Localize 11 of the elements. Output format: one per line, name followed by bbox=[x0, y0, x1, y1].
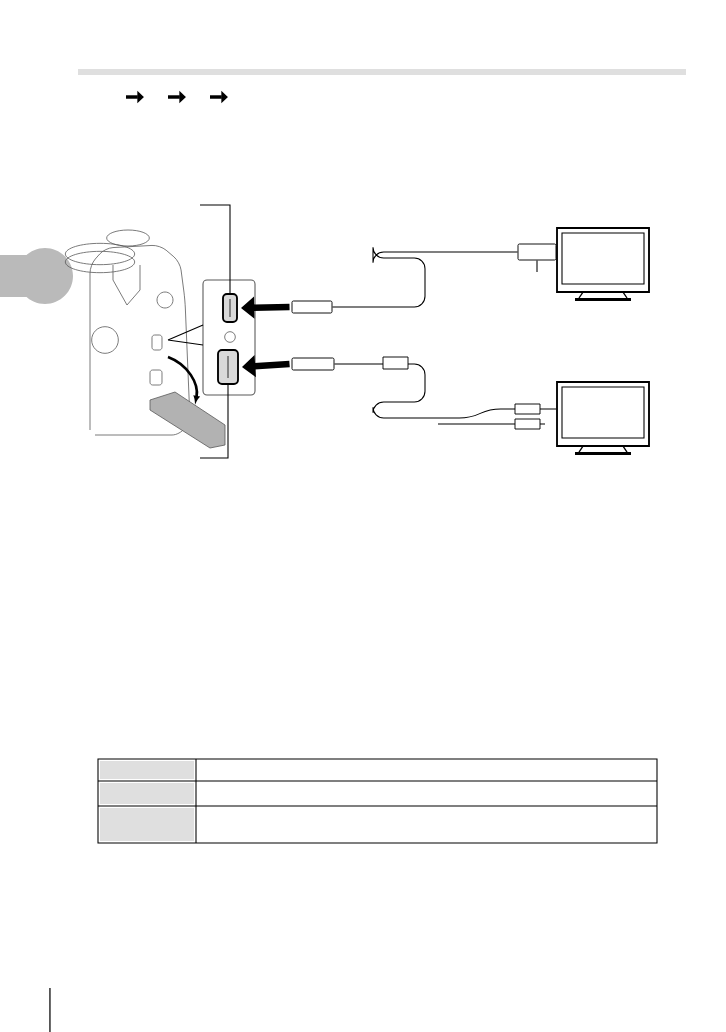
leader-line bbox=[199, 384, 229, 459]
plug bbox=[291, 357, 335, 371]
port bbox=[217, 349, 239, 385]
plug bbox=[517, 243, 557, 261]
leader-line bbox=[536, 259, 538, 273]
leader-line bbox=[199, 204, 231, 294]
plug bbox=[291, 300, 333, 314]
cable bbox=[331, 246, 519, 308]
port bbox=[222, 293, 238, 323]
monitor bbox=[556, 381, 650, 455]
monitor bbox=[556, 227, 650, 301]
